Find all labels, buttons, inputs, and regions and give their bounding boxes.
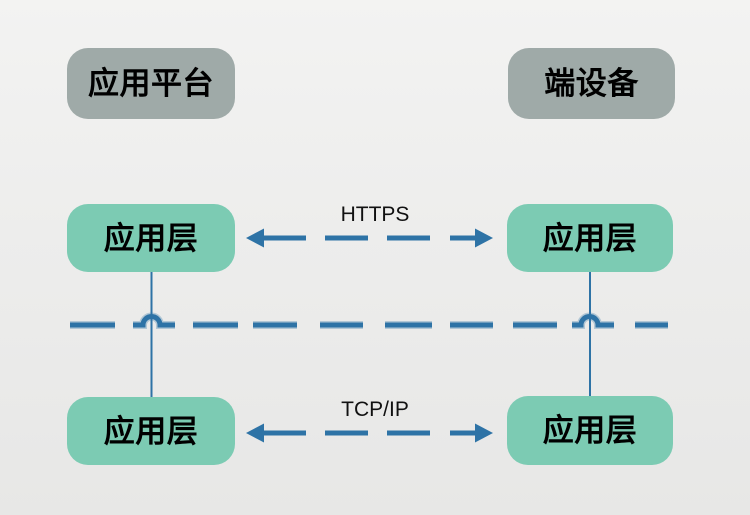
layer-label: 应用层	[103, 220, 199, 256]
layer-label: 应用层	[542, 413, 638, 448]
separator-dashed-line	[70, 317, 668, 326]
device-header-box: 端设备	[508, 48, 675, 119]
layer-label: 应用层	[542, 220, 638, 256]
layer-box-right-upper: 应用层	[507, 204, 673, 272]
layer-label: 应用层	[103, 413, 199, 449]
https-link-label: HTTPS	[340, 203, 410, 226]
layer-box-left-lower: 应用层	[67, 397, 235, 465]
platform-header-box: 应用平台	[67, 48, 235, 119]
layer-box-right-lower: 应用层	[507, 396, 673, 465]
device-header-label: 端设备	[544, 66, 639, 101]
tcpip-arrow	[246, 424, 493, 443]
https-arrow	[246, 229, 493, 248]
layer-box-left-upper: 应用层	[67, 204, 235, 272]
platform-header-label: 应用平台	[88, 66, 214, 101]
tcpip-link-label: TCP/IP	[341, 398, 409, 421]
separator-dashed-line-halo	[70, 317, 668, 326]
